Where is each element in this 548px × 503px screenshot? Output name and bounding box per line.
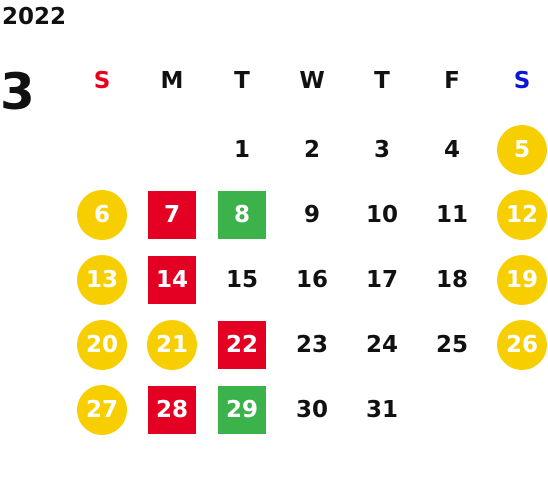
- calendar-day-1[interactable]: 1: [233, 137, 250, 163]
- calendar-day-9[interactable]: 9: [303, 202, 320, 228]
- calendar-day-28[interactable]: 28: [148, 386, 196, 434]
- calendar-day-14[interactable]: 14: [148, 256, 196, 304]
- calendar-day-27[interactable]: 27: [77, 385, 127, 435]
- calendar-month: 3: [0, 63, 35, 121]
- weekday-header: M: [160, 68, 184, 94]
- calendar-day-2[interactable]: 2: [303, 137, 320, 163]
- calendar-year: 2022: [2, 4, 67, 30]
- calendar-day-22[interactable]: 22: [218, 321, 266, 369]
- calendar-day-12[interactable]: 12: [497, 190, 547, 240]
- calendar-day-4[interactable]: 4: [443, 137, 460, 163]
- calendar-day-24[interactable]: 24: [365, 332, 398, 358]
- weekday-header: T: [234, 68, 250, 94]
- calendar-day-11[interactable]: 11: [435, 202, 468, 228]
- calendar-day-13[interactable]: 13: [77, 255, 127, 305]
- weekday-header: F: [444, 68, 460, 94]
- weekday-header: S: [513, 68, 531, 94]
- calendar-day-17[interactable]: 17: [365, 267, 398, 293]
- calendar-day-21[interactable]: 21: [147, 320, 197, 370]
- calendar-day-5[interactable]: 5: [497, 125, 547, 175]
- calendar-day-25[interactable]: 25: [435, 332, 468, 358]
- calendar-day-31[interactable]: 31: [365, 397, 398, 423]
- calendar-day-15[interactable]: 15: [225, 267, 258, 293]
- calendar-day-23[interactable]: 23: [295, 332, 328, 358]
- calendar-day-19[interactable]: 19: [497, 255, 547, 305]
- calendar-day-8[interactable]: 8: [218, 191, 266, 239]
- calendar-day-20[interactable]: 20: [77, 320, 127, 370]
- weekday-header: S: [93, 68, 111, 94]
- calendar-day-7[interactable]: 7: [148, 191, 196, 239]
- calendar-day-16[interactable]: 16: [295, 267, 328, 293]
- calendar-day-29[interactable]: 29: [218, 386, 266, 434]
- calendar-day-6[interactable]: 6: [77, 190, 127, 240]
- calendar-day-10[interactable]: 10: [365, 202, 398, 228]
- calendar-day-26[interactable]: 26: [497, 320, 547, 370]
- weekday-header: T: [374, 68, 390, 94]
- weekday-header: W: [299, 68, 325, 94]
- calendar-day-30[interactable]: 30: [295, 397, 328, 423]
- calendar-day-18[interactable]: 18: [435, 267, 468, 293]
- calendar-day-3[interactable]: 3: [373, 137, 390, 163]
